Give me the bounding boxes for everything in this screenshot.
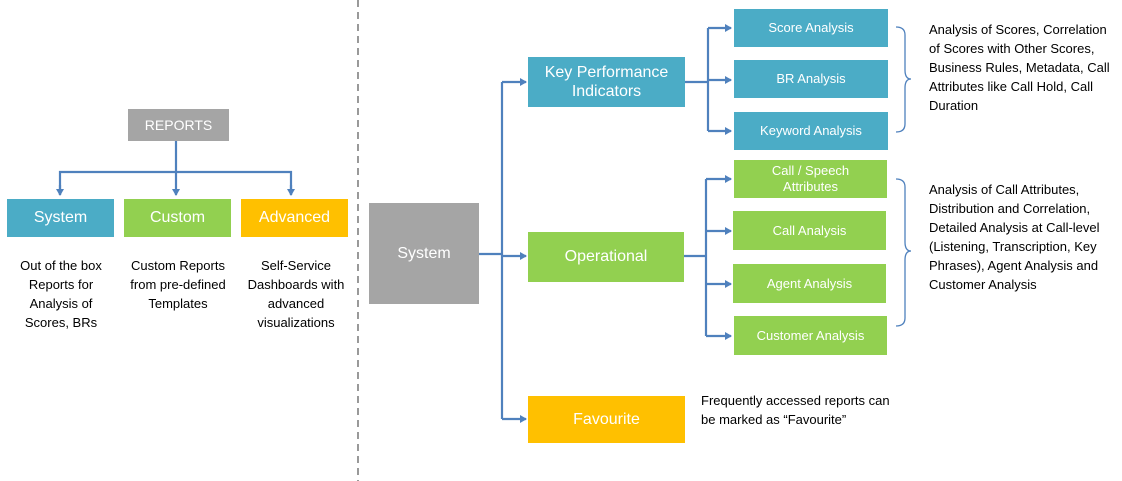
customer-analysis-box: Customer Analysis	[734, 316, 887, 355]
operational-description: Analysis of Call Attributes, Distributio…	[929, 182, 1100, 292]
advanced-description: Self-Service Dashboards with advanced vi…	[247, 258, 345, 330]
connector-reports-branches	[58, 170, 293, 195]
kpi-box: Key Performance Indicators	[528, 57, 685, 107]
custom-box: Custom	[124, 199, 231, 237]
call-analysis-box: Call Analysis	[733, 211, 886, 250]
favourite-box: Favourite	[528, 396, 685, 443]
system-description: Out of the box Reports for Analysis of S…	[20, 258, 102, 330]
reports-box: REPORTS	[128, 109, 229, 141]
kpi-bracket	[895, 26, 912, 133]
right-system-box: System	[369, 203, 479, 304]
br-analysis-box: BR Analysis	[734, 60, 888, 98]
agent-analysis-box: Agent Analysis	[733, 264, 886, 303]
custom-description: Custom Reports from pre-defined Template…	[130, 258, 226, 311]
kpi-description: Analysis of Scores, Correlation of Score…	[929, 22, 1110, 113]
left-system-box: System	[7, 199, 114, 237]
favourite-description: Frequently accessed reports can be marke…	[701, 393, 890, 427]
operational-bracket	[895, 178, 912, 327]
keyword-analysis-box: Keyword Analysis	[734, 112, 888, 150]
score-analysis-box: Score Analysis	[734, 9, 888, 47]
operational-box: Operational	[528, 232, 684, 282]
call-speech-attributes-box: Call / Speech Attributes	[734, 160, 887, 198]
advanced-box: Advanced	[241, 199, 348, 237]
